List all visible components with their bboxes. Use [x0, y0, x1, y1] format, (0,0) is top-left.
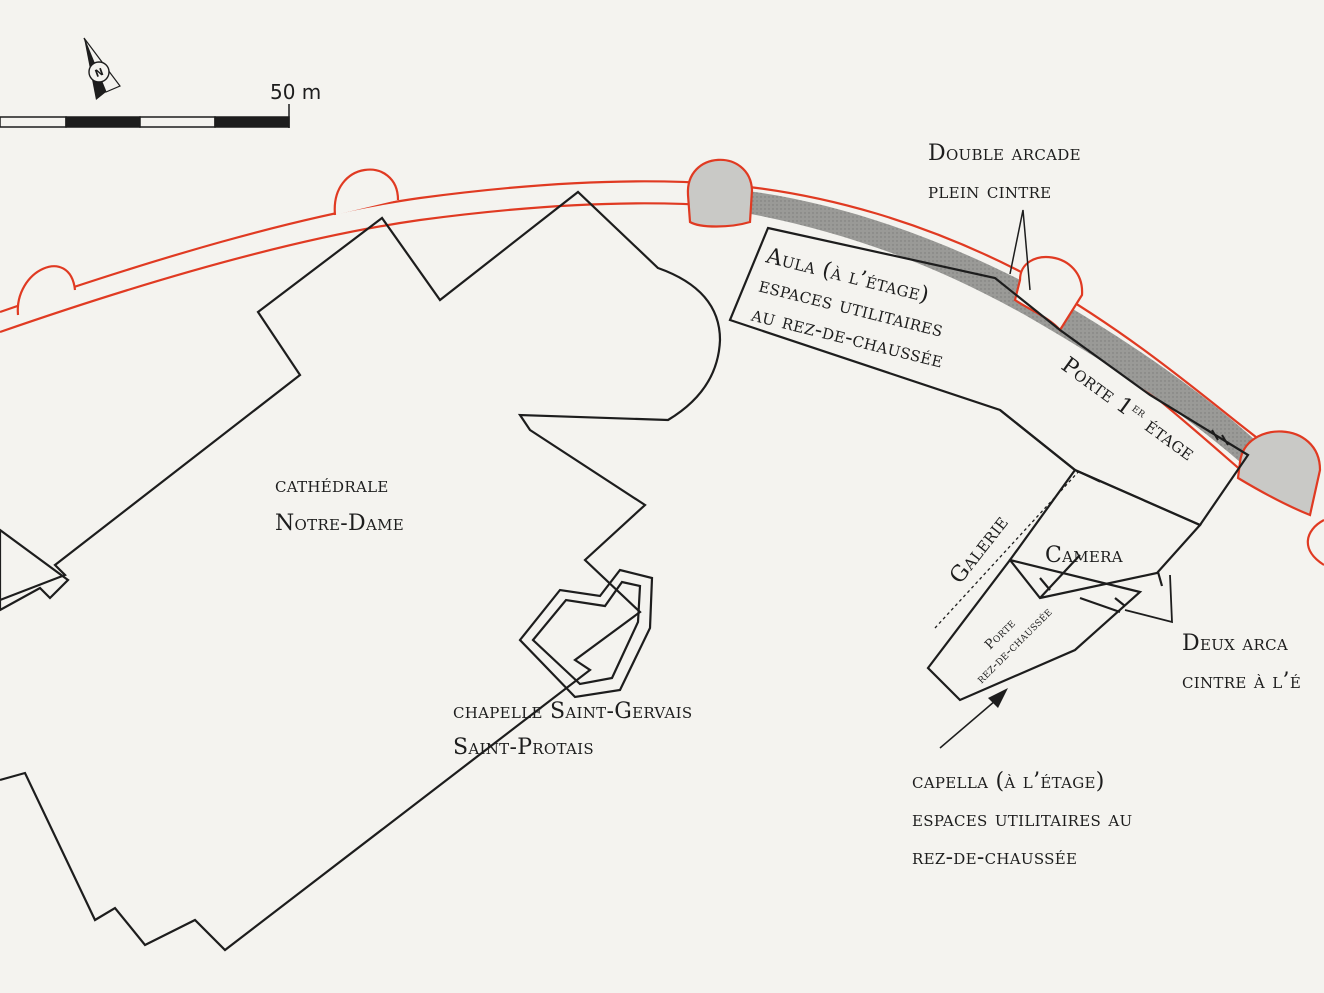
palace-outline — [728, 226, 1250, 702]
north-arrow-icon: N — [83, 37, 121, 100]
label-double-arcade-1: Double arcade — [928, 141, 1081, 166]
pointer-lines — [939, 209, 1173, 749]
cathedral-outline — [0, 190, 722, 952]
label-cathedrale-1: cathédrale — [275, 473, 389, 498]
label-deux-arcades-1: Deux arca — [1182, 631, 1288, 656]
label-capella-2: espaces utilitaires au — [912, 807, 1132, 832]
entrance-arrow-icon — [988, 688, 1008, 708]
label-deux-arcades-2: cintre à l’é — [1182, 669, 1301, 694]
scale-label: 50 m — [270, 80, 321, 104]
label-double-arcade-2: plein cintre — [928, 179, 1051, 204]
label-capella-3: rez-de-chaussée — [912, 845, 1077, 870]
label-chapelle-1: chapelle Saint-Gervais — [453, 699, 692, 724]
label-chapelle-2: Saint-Protais — [453, 735, 594, 760]
label-galerie: Galerie — [945, 511, 1014, 589]
label-capella-1: capella (à l’étage) — [912, 769, 1105, 794]
scale-bar: 50 m — [0, 80, 321, 128]
label-cathedrale-2: Notre-Dame — [275, 511, 404, 536]
north-letter: N — [94, 67, 106, 80]
chapel-outline — [518, 568, 654, 699]
label-camera: Camera — [1045, 543, 1123, 568]
rampart-wall — [0, 158, 1324, 566]
